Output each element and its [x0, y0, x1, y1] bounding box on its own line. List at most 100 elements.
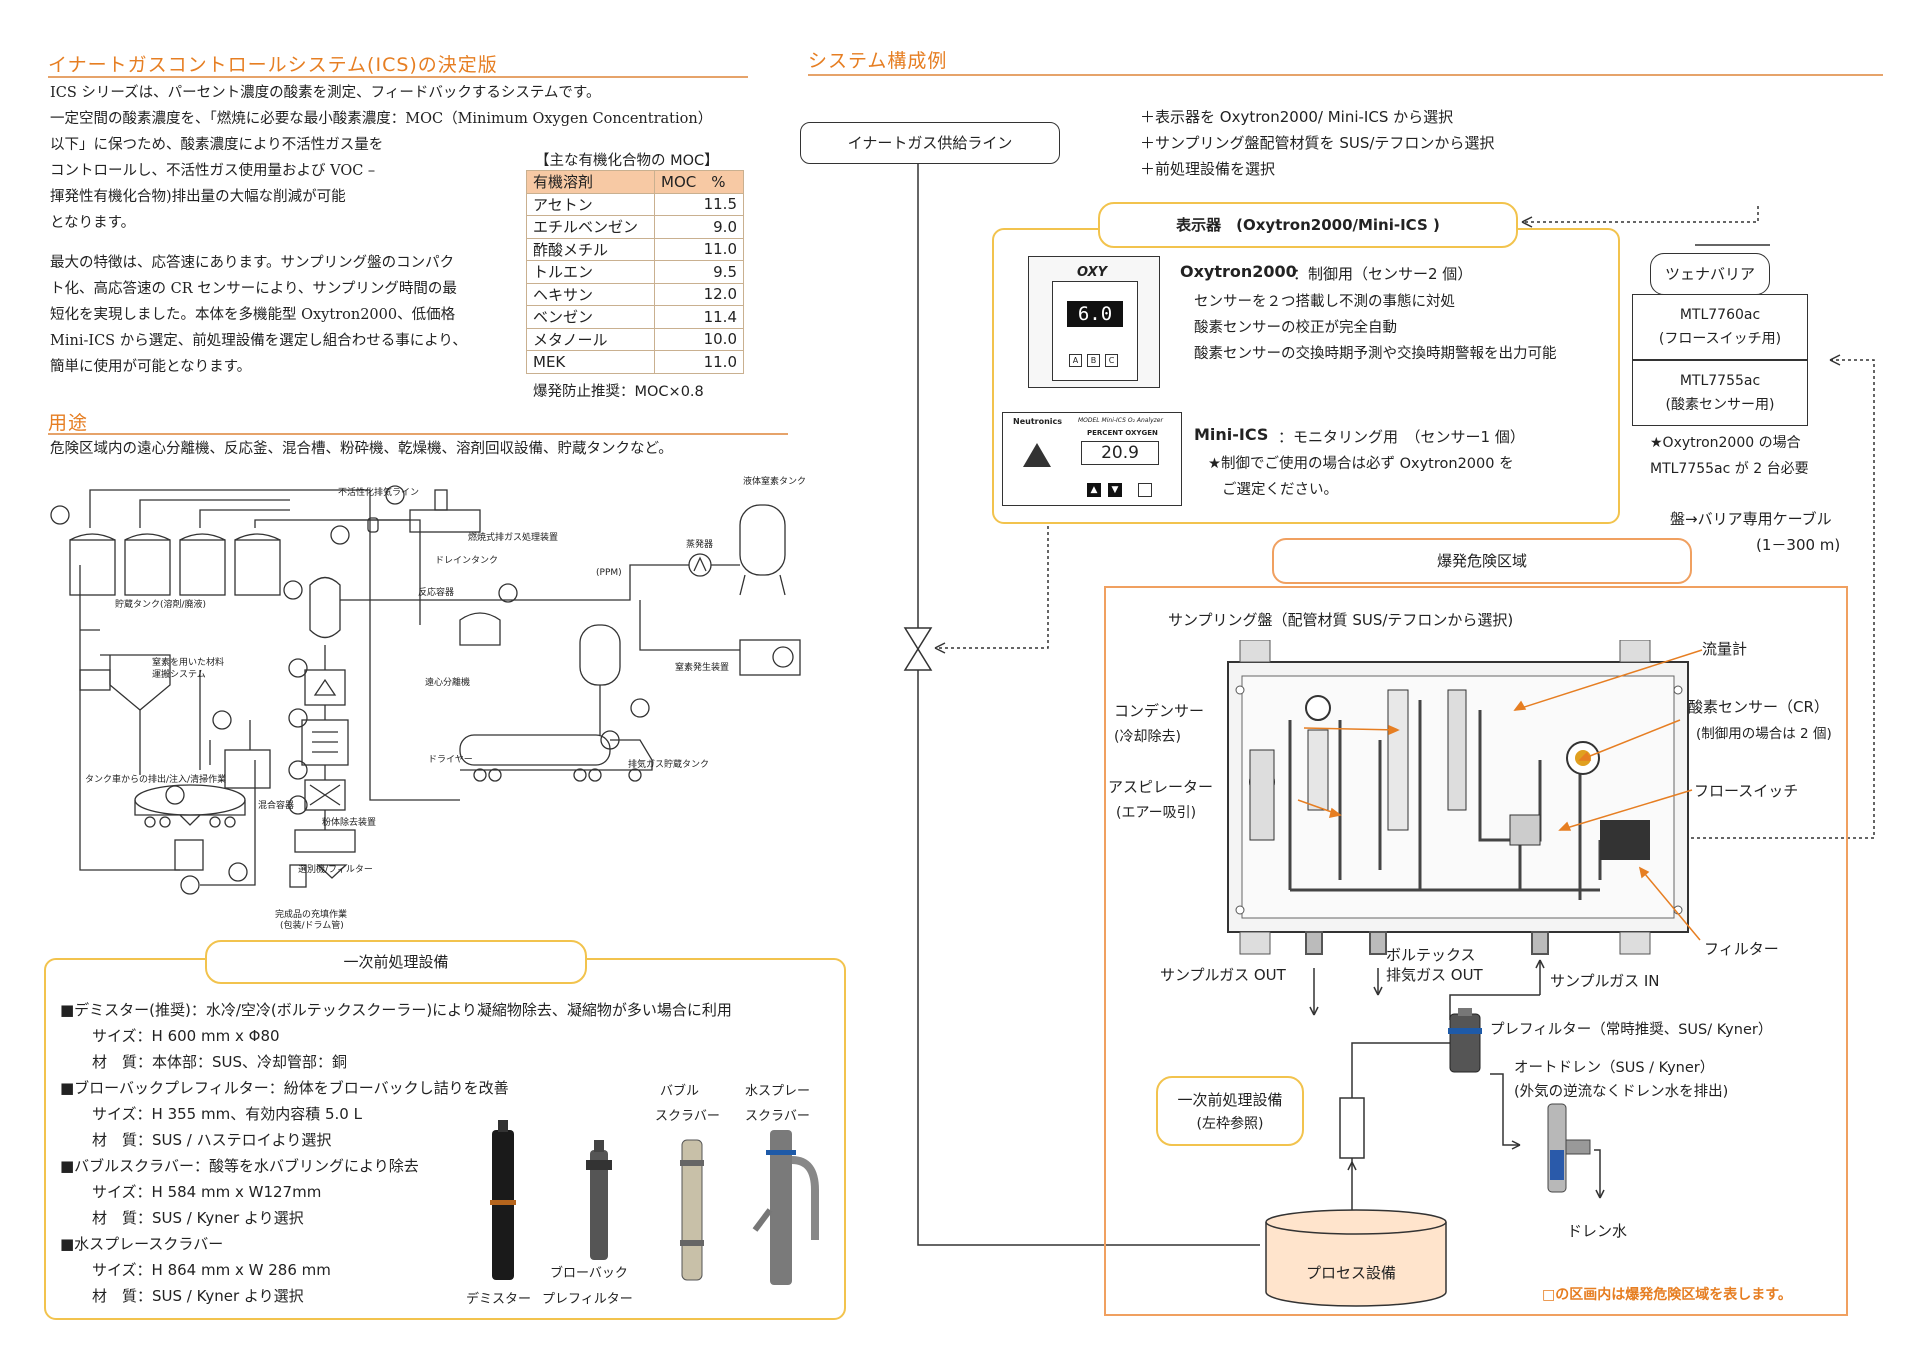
- oxytron-button-a[interactable]: A: [1069, 354, 1082, 367]
- cable-note-2: (1－300 m): [1756, 536, 1841, 554]
- moc-value: 11.5: [654, 192, 744, 216]
- pretreat-title-text: 一次前処理設備: [343, 953, 449, 971]
- hazard-zone: [1104, 586, 1848, 1316]
- sampling-panel: [1227, 640, 1689, 955]
- process-diagram: [50, 485, 801, 895]
- oxytron-feature-2: 酸素センサーの校正が完全自動: [1194, 320, 1397, 336]
- autodrain-image: [1547, 1103, 1591, 1193]
- photo-label-bubble2: スクラバー: [655, 1109, 720, 1124]
- feature-line-3: 短化を実現しました。本体を多機能型 Oxytron2000、低価格: [50, 307, 456, 323]
- pretreat-item-2-material: 材 質：SUS / ハステロイより選択: [92, 1131, 332, 1149]
- diagram-label-liquid-n2: 液体窒素タンク: [743, 477, 807, 487]
- label-o2sensor-1: 酸素センサー（CR）: [1688, 698, 1829, 716]
- diagram-label-inert-line: 不活性化排気ライン: [338, 488, 420, 498]
- display-title: 表示器 (Oxytron2000/Mini-ICS ): [1098, 202, 1518, 248]
- pretreat-title: 一次前処理設備: [205, 940, 587, 984]
- oxytron-screen: 6.0: [1067, 301, 1123, 327]
- gauge: [1305, 695, 1331, 721]
- button-b-label: B: [1090, 356, 1097, 365]
- mini-ics-screen-value: 20.9: [1101, 443, 1139, 463]
- label-prefilter: プレフィルター（常時推奨、SUS/ Kyner）: [1490, 1022, 1773, 1038]
- oxytron-feature-3: 酸素センサーの交換時期予測や交換時期警報を出力可能: [1194, 346, 1557, 362]
- n2-generator: [739, 639, 801, 676]
- diagram-label-final: 完成品の充填作業: [275, 910, 348, 920]
- system-heading: システム構成例: [808, 50, 948, 72]
- moc-solvent: MEK: [526, 350, 655, 374]
- diagram-label-exhaust-tank: 排気ガス貯蔵タンク: [628, 760, 710, 770]
- inert-gas-banner: イナートガス供給ライン: [800, 122, 1060, 164]
- label-autodrain-2: (外気の逆流なくドレン水を排出): [1514, 1084, 1729, 1100]
- intro-line-6: となります。: [50, 215, 136, 231]
- demister-image: [490, 1120, 516, 1280]
- drum: [289, 864, 307, 888]
- o2-sensor-group: [50, 485, 650, 882]
- mini-ics-device: Neutronics MODEL Mini-ICS O₂ Analyzer PE…: [1002, 412, 1182, 506]
- moc-header-row: 有機溶剤 MOC %: [526, 170, 744, 194]
- heading-rule: [48, 76, 748, 78]
- button-c-label: C: [1108, 356, 1115, 365]
- panel-title: サンプリング盤（配管材質 SUS/テフロンから選択): [1168, 611, 1514, 629]
- diagram-label-evaporator: 蒸発器: [686, 540, 714, 550]
- intro-line-4: コントロールし、不活性ガス使用量および VOC –: [50, 163, 376, 179]
- process-equipment: [1265, 1209, 1447, 1307]
- photo-label-bubble1: バブル: [660, 1084, 700, 1099]
- moc-solvent: アセトン: [526, 192, 655, 216]
- zener-box-2-desc: (酸素センサー用): [1665, 397, 1775, 413]
- feature-line-1: 最大の特徴は、応答速にあります。サンプリング盤のコンパク: [50, 255, 455, 271]
- mini-ics-title: Mini-ICS: [1194, 425, 1269, 444]
- flowmeter: [1447, 689, 1467, 811]
- intro-line-3: 以下」に保つため、酸素濃度により不活性ガス量を: [50, 137, 384, 153]
- zener-title-text: ツェナバリア: [1664, 265, 1755, 283]
- moc-header-solvent: 有機溶剤: [526, 170, 655, 194]
- diagram-label-conveyor2: 運搬システム: [152, 670, 206, 680]
- pretreat-ref-2: (左枠参照): [1196, 1116, 1264, 1132]
- drain-tank: [367, 517, 379, 533]
- liquid-n2-tank: [739, 504, 786, 576]
- hazard-title-text: 爆発危険区域: [1436, 552, 1527, 570]
- diagram-label-filter: 選別機/フィルター: [298, 865, 373, 875]
- label-sample-out: サンプルガス OUT: [1160, 966, 1286, 984]
- mini-ics-model: MODEL Mini-ICS O₂ Analyzer: [1078, 417, 1163, 424]
- zener-box-1-model: MTL7760ac: [1679, 307, 1761, 323]
- pretreat-photos: [490, 1120, 819, 1285]
- pretreat-item-1-name: ■デミスター(推奨)：水冷/空冷(ボルテックスクーラー)により凝縮物除去、凝縮物…: [60, 1001, 732, 1019]
- pretreat-item-4-name: ■水スプレースクラバー: [60, 1235, 224, 1253]
- zener-note-1: ★Oxytron2000 の場合: [1650, 435, 1801, 451]
- oxytron-button-b[interactable]: B: [1087, 354, 1100, 367]
- inert-gas-banner-text: イナートガス供給ライン: [847, 134, 1013, 152]
- mini-ics-down-button[interactable]: ▼: [1108, 483, 1122, 497]
- diagram-label-dryer: ドライヤー: [428, 755, 473, 765]
- mixer: [224, 749, 271, 789]
- diagram-label-burner: 燃焼式排ガス処理装置: [468, 533, 559, 543]
- uses-heading: 用途: [48, 412, 89, 434]
- moc-caption: 【主な有機化合物の MOC】: [535, 153, 719, 169]
- oxytron-title: Oxytron2000: [1180, 262, 1297, 281]
- diagram-label-n2-gen: 窒素発生装置: [675, 663, 730, 673]
- mini-ics-up-button[interactable]: ▲: [1087, 483, 1101, 497]
- mini-ics-enter-button[interactable]: [1138, 483, 1152, 497]
- zener-title: ツェナバリア: [1650, 253, 1770, 295]
- option-1: ＋表示器を Oxytron2000/ Mini-ICS から選択: [1140, 108, 1454, 126]
- label-vortex-2: 排気ガス OUT: [1386, 966, 1483, 984]
- moc-solvent: 酢酸メチル: [526, 237, 655, 261]
- label-flowmeter: 流量計: [1702, 640, 1748, 658]
- moc-value: 9.0: [654, 215, 744, 239]
- zener-box-1: MTL7760ac (フロースイッチ用): [1632, 294, 1808, 360]
- label-process: プロセス設備: [1306, 1264, 1397, 1282]
- oxytron-button-c[interactable]: C: [1105, 354, 1118, 367]
- zener-box-2-model: MTL7755ac: [1679, 373, 1761, 389]
- intro-line-2: 一定空間の酸素濃度を、「燃焼に必要な最小酸素濃度：MOC（Minimum Oxy…: [50, 111, 713, 127]
- warning-icon: [1023, 443, 1051, 467]
- photo-label-demister: デミスター: [466, 1292, 532, 1307]
- hazard-title: 爆発危険区域: [1272, 538, 1692, 584]
- label-aspirator-1: アスピレーター: [1108, 778, 1214, 796]
- diagram-label-storage: 貯蔵タンク(溶剤/廃液): [115, 600, 207, 610]
- pretreat-item-3-size: サイズ：H 584 mm x W127mm: [92, 1183, 322, 1201]
- diagram-label-final2: (包装/ドラム管): [280, 921, 344, 931]
